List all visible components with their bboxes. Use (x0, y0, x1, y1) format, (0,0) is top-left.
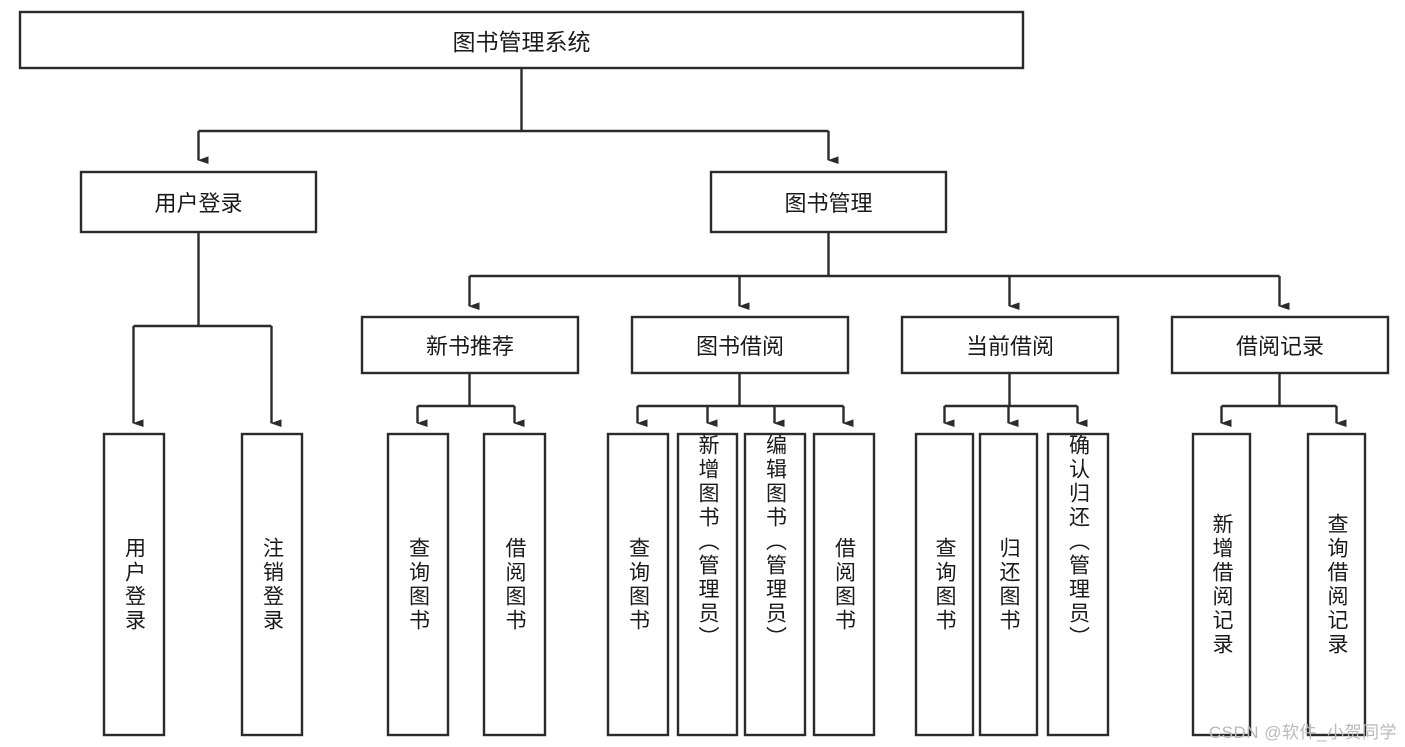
node-current-borrow-box[interactable] (900, 315, 1120, 375)
connector-group-borrow-record (1220, 373, 1347, 427)
leaf-box-borrow-book-2[interactable] (812, 432, 876, 737)
leaf-box-add-book[interactable] (676, 432, 739, 737)
node-user-login-box[interactable] (79, 170, 318, 234)
leaf-box-confirm-return[interactable] (1046, 432, 1110, 737)
connector-group-root (197, 68, 839, 164)
watermark: CSDN @软件_小贺同学 (1208, 723, 1397, 742)
connector-group-book-manage (468, 232, 1290, 310)
connector-group-current-borrow (943, 373, 1088, 427)
connector-group-book-borrow (636, 373, 854, 427)
node-root-box[interactable] (18, 10, 1025, 70)
leaf-box-edit-book[interactable] (743, 432, 807, 737)
leaf-box-return-book[interactable] (978, 432, 1039, 737)
node-new-book-box[interactable] (360, 315, 580, 375)
leaf-box-query-book-3[interactable] (914, 432, 975, 737)
leaf-box-add-borrow-record[interactable] (1191, 432, 1252, 737)
connector-group-user-login (132, 232, 282, 427)
leaf-box-user-login[interactable] (102, 432, 166, 737)
leaf-box-query-book-1[interactable] (386, 432, 450, 737)
connector-group-new-book (416, 373, 525, 427)
node-borrow-record-box[interactable] (1170, 315, 1390, 375)
leaf-box-query-book-2[interactable] (606, 432, 670, 737)
leaf-box-logout[interactable] (240, 432, 304, 737)
node-book-borrow-box[interactable] (630, 315, 850, 375)
leaf-box-borrow-book-1[interactable] (482, 432, 547, 737)
leaf-box-query-borrow-record[interactable] (1306, 432, 1367, 737)
node-book-manage-box[interactable] (709, 170, 948, 234)
